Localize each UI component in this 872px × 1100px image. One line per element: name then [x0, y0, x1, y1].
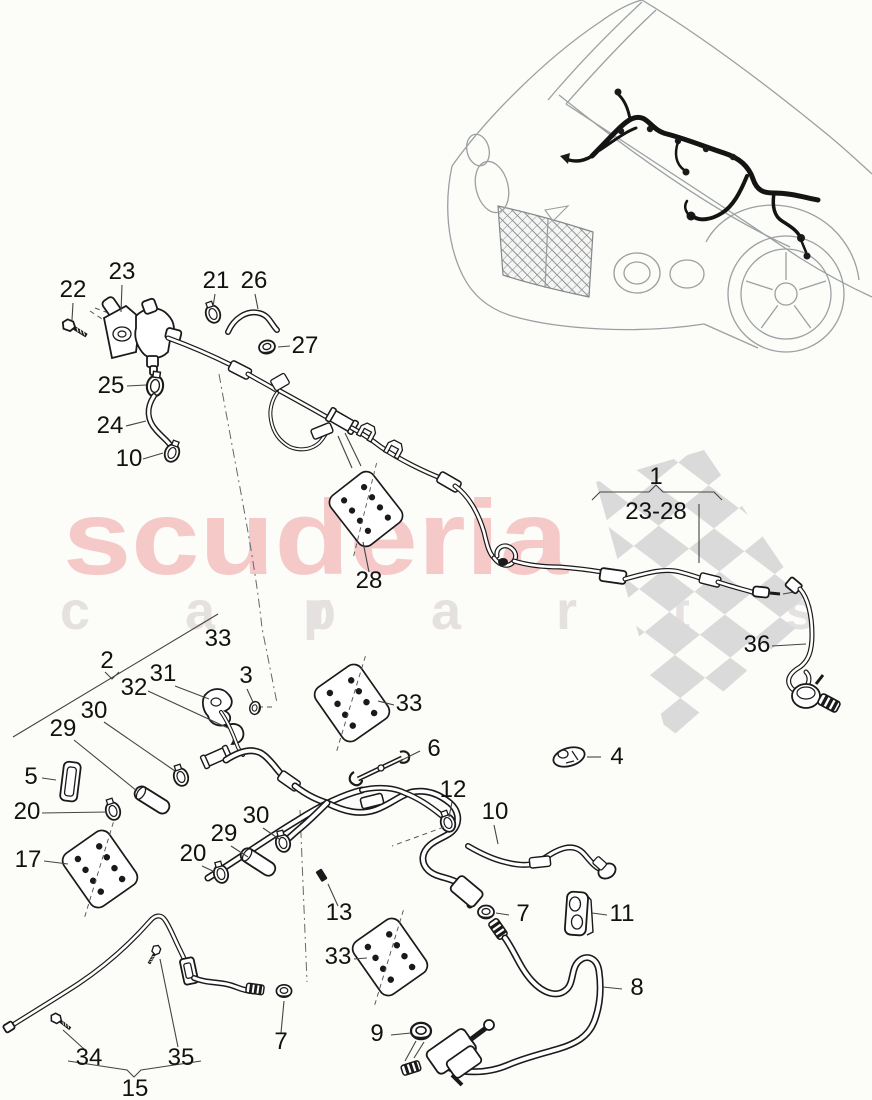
hose-29a: [131, 783, 173, 817]
rubber-pad-33-low: [337, 906, 443, 1008]
watermark-tagline-left: c a r: [60, 581, 371, 641]
part-label-30a: 30: [81, 697, 108, 724]
clamp-21: [201, 298, 224, 326]
part-label-20b: 20: [180, 840, 207, 867]
rubber-pad-17: [47, 818, 153, 920]
wiring-harness-icon: [560, 88, 821, 260]
watermark-brand-text: scuderia: [63, 479, 569, 597]
hose-8: [435, 934, 604, 1076]
part-label-24: 24: [97, 412, 124, 439]
part-label-11: 11: [610, 900, 635, 927]
central-pipe-cluster: [59, 688, 617, 942]
solenoid-valve-body: [134, 297, 183, 376]
part-label-23-28: 23-28: [625, 498, 686, 525]
part-label-33-low: 33: [325, 943, 352, 970]
valve-bracket-23: [101, 296, 141, 360]
part-label-5: 5: [24, 763, 37, 790]
part-label-10-mid: 10: [482, 798, 509, 825]
part-label-36: 36: [744, 631, 771, 658]
part-label-7a: 7: [516, 900, 529, 927]
part-label-20a: 20: [14, 798, 41, 825]
part-label-1: 1: [649, 463, 662, 490]
long-vacuum-pipe: [165, 335, 801, 599]
part-label-2: 2: [100, 647, 113, 674]
bracket-6: [348, 750, 411, 787]
part-label-32: 32: [121, 674, 148, 701]
part-label-30b: 30: [243, 802, 270, 829]
bolt-22: [59, 316, 92, 338]
part-label-23: 23: [109, 258, 136, 285]
part-label-3: 3: [239, 662, 252, 689]
pipe-15-assembly: [2, 913, 293, 1034]
part-label-17: 17: [15, 846, 42, 873]
part-label-8: 8: [630, 974, 643, 1001]
bracket-11: [563, 890, 594, 937]
part-label-6: 6: [427, 735, 440, 762]
grille: [497, 205, 594, 298]
watermark: scuderia c a r p a r t s: [60, 450, 815, 740]
part-label-35: 35: [168, 1044, 195, 1071]
right-headlights: [613, 252, 705, 294]
pipe-mount-clip: [383, 437, 406, 460]
part-label-33-topleft: 33: [205, 625, 232, 652]
grommet-7b: [275, 983, 293, 999]
part-label-26: 26: [241, 267, 268, 294]
bolt-34: [47, 1010, 76, 1031]
part-label-7b: 7: [274, 1028, 287, 1055]
part-label-22: 22: [60, 276, 87, 303]
part-label-33-mid: 33: [396, 690, 423, 717]
vacuum-valve-assembly: [59, 296, 280, 465]
checkered-flag-watermark: [596, 450, 814, 740]
part-label-21: 21: [203, 267, 230, 294]
grommet-27: [256, 338, 278, 356]
hose-10-end-connector: [592, 856, 617, 880]
ring-3: [248, 700, 262, 716]
pipe-mount-clip: [356, 420, 379, 443]
clamp-20a: [101, 796, 124, 823]
part-label-4: 4: [610, 743, 623, 770]
part-label-10-top: 10: [116, 445, 143, 472]
pipe-36-with-check-valve: [784, 576, 842, 714]
part-label-27: 27: [292, 332, 319, 359]
part-label-34: 34: [76, 1044, 103, 1071]
bentley-wings-emblem-icon: [544, 205, 570, 222]
part-label-29b: 29: [211, 820, 238, 847]
leader-lines: [12, 284, 807, 1078]
grommet-7a: [477, 904, 495, 920]
bottom-valve-assembly: [399, 1019, 495, 1087]
car-front-illustration: [447, 0, 872, 353]
clamp-30a: [169, 762, 192, 789]
part-label-13: 13: [326, 899, 353, 926]
clip-5: [59, 760, 82, 803]
hose-29b: [237, 844, 279, 880]
front-wheel: [727, 235, 845, 353]
part-labels: 22 23 21 26 27 25 24 10 1 23-28 28 36 33…: [14, 258, 771, 1100]
grommet-9: [409, 1021, 433, 1041]
part-label-15: 15: [122, 1075, 149, 1100]
part-label-28: 28: [356, 567, 383, 594]
part-label-9: 9: [370, 1020, 383, 1047]
part-label-25: 25: [98, 372, 125, 399]
part-label-29a: 29: [50, 715, 77, 742]
left-headlights: [465, 133, 510, 214]
part-label-31: 31: [150, 660, 177, 687]
clip-4: [552, 746, 586, 768]
bolt-35: [147, 942, 163, 967]
screw-13: [315, 868, 328, 882]
part-label-12: 12: [440, 776, 467, 803]
connector-valve: [449, 875, 484, 908]
